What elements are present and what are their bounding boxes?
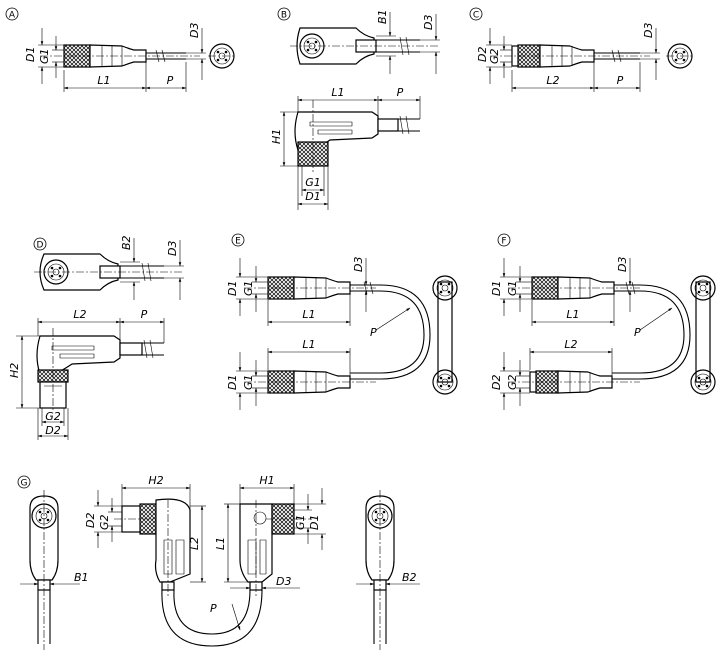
- view-marker-g: [17, 475, 31, 489]
- dim-g-p: P: [210, 602, 217, 615]
- view-c: C D2 G2 L2 P D3: [469, 7, 694, 92]
- dim-e-p: P: [370, 326, 377, 339]
- dim-a-l1: L1: [97, 74, 110, 87]
- view-label-f: F: [501, 237, 506, 247]
- view-e: E D1 G1 D3 L1 P: [226, 233, 458, 410]
- dim-f-g2: G2: [506, 374, 519, 390]
- view-marker-e: [231, 233, 245, 247]
- dim-a-d3: D3: [188, 23, 201, 38]
- dim-d-h2: H2: [8, 363, 21, 378]
- view-b: B B1 D3 L1 P: [270, 7, 440, 210]
- view-marker-a: [5, 7, 19, 21]
- dim-c-d3: D3: [642, 23, 655, 38]
- dim-c-d2: D2: [476, 47, 489, 62]
- dim-g-b2: B2: [402, 571, 417, 584]
- dim-b-d1: D1: [305, 190, 320, 203]
- view-label-c: C: [473, 11, 479, 21]
- dim-d-g2: G2: [45, 410, 61, 423]
- dim-f-d3: D3: [616, 257, 629, 272]
- dim-a-d1: D1: [24, 47, 37, 62]
- view-f: F D1 G1 D3 L1 P L2: [490, 233, 716, 410]
- view-marker-d: [33, 237, 47, 251]
- dim-e-g1-bottom: G1: [242, 374, 255, 390]
- view-g: G B1 H2: [17, 474, 420, 650]
- view-label-e: E: [235, 237, 241, 247]
- dim-g-d2: D2: [84, 513, 97, 528]
- dim-b-d3: D3: [422, 15, 435, 30]
- view-marker-b: [277, 7, 291, 21]
- view-label-a: A: [9, 11, 16, 21]
- view-marker-f: [497, 233, 511, 247]
- view-label-b: B: [281, 11, 287, 21]
- dim-g-b1: B1: [74, 571, 89, 584]
- dim-f-l2: L2: [564, 338, 577, 351]
- dim-b-g1: G1: [305, 176, 321, 189]
- dim-e-l1-bottom: L1: [302, 338, 315, 351]
- dim-g-l1: L1: [214, 537, 227, 550]
- dim-b-h1: H1: [270, 129, 283, 144]
- dim-b-l1: L1: [331, 86, 344, 99]
- view-label-g: G: [21, 479, 28, 489]
- dim-g-d3: D3: [276, 575, 291, 588]
- dim-e-d1: D1: [226, 281, 239, 296]
- dim-a-g1: G1: [38, 48, 51, 64]
- view-marker-c: [469, 7, 483, 21]
- dim-e-d1-bottom: D1: [226, 375, 239, 390]
- dim-f-p: P: [634, 326, 641, 339]
- dim-b-b1: B1: [376, 9, 389, 24]
- dim-g-l2: L2: [188, 537, 201, 550]
- dim-g-d1: D1: [308, 515, 321, 530]
- dim-d-p: P: [141, 308, 148, 321]
- view-a: A D1 G1 L1 P D3: [5, 7, 236, 92]
- dim-c-g2: G2: [488, 48, 501, 64]
- dim-e-d3: D3: [352, 257, 365, 272]
- dim-f-d1: D1: [490, 281, 503, 296]
- dim-d-d3: D3: [166, 241, 179, 256]
- dim-d-b2: B2: [120, 235, 133, 250]
- dim-f-l1: L1: [566, 308, 579, 321]
- dim-d-d2: D2: [45, 424, 60, 437]
- dim-g-h1: H1: [259, 474, 274, 487]
- dim-e-g1: G1: [242, 280, 255, 296]
- dim-a-p: P: [167, 74, 174, 87]
- dim-d-l2: L2: [73, 308, 86, 321]
- dim-g-g1: G1: [294, 514, 307, 530]
- view-d: D B2 D3 L2 P: [8, 235, 184, 440]
- dim-e-l1-top: L1: [302, 308, 315, 321]
- dim-f-g1: G1: [506, 280, 519, 296]
- dim-c-p: P: [617, 74, 624, 87]
- dim-g-g2: G2: [98, 514, 111, 530]
- dim-c-l2: L2: [546, 74, 559, 87]
- dim-f-d2: D2: [490, 375, 503, 390]
- view-label-d: D: [37, 241, 44, 251]
- dim-b-p: P: [397, 86, 404, 99]
- dim-g-h2: H2: [148, 474, 163, 487]
